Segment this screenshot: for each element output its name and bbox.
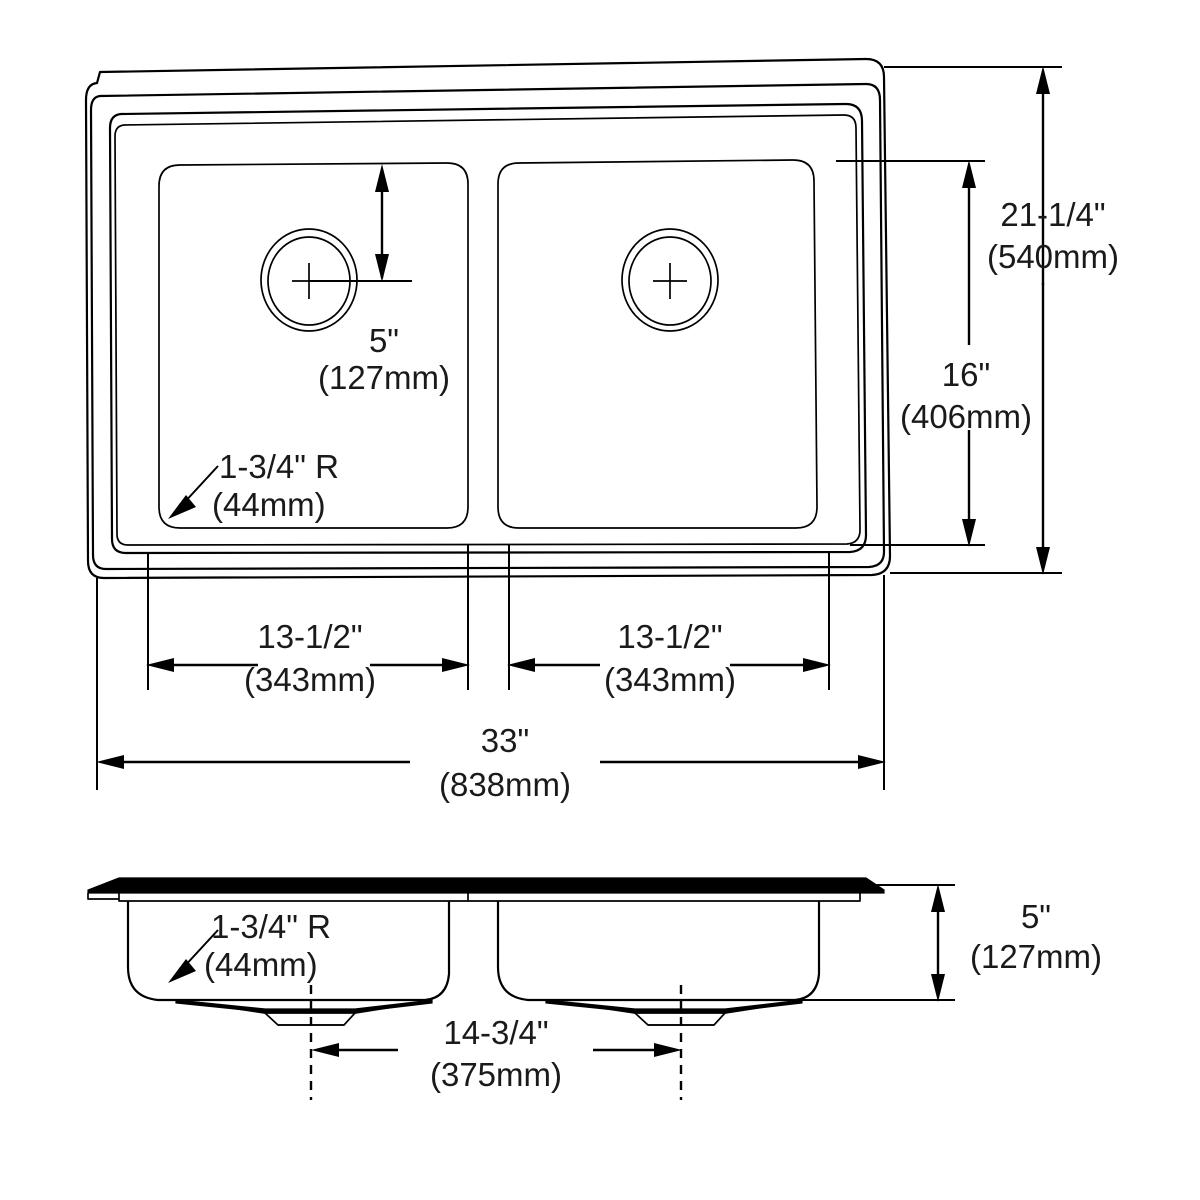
sink-rim-inner-line-1 bbox=[89, 82, 886, 571]
section-depth-arrow-bottom bbox=[931, 974, 945, 1002]
right-bowl-width-metric-label: (343mm) bbox=[604, 661, 736, 698]
corner-radius-top-metric-label: (44mm) bbox=[212, 486, 326, 523]
overall-depth-arrow-bottom bbox=[1036, 547, 1050, 575]
bowl-depth-arrow-bottom bbox=[962, 519, 976, 547]
dimension-corner-radius-top: 1-3/4" R (44mm) bbox=[168, 448, 339, 523]
dimension-drain-spacing: 14-3/4" (375mm) bbox=[311, 1014, 682, 1093]
bowl-depth-imperial-label: 16" bbox=[942, 356, 990, 393]
drain-offset-imperial-label: 5" bbox=[369, 322, 399, 359]
sink-outer-rim-outline bbox=[84, 57, 892, 580]
drain-offset-arrow-down bbox=[375, 254, 389, 282]
drain-spacing-arrow-left bbox=[311, 1043, 339, 1057]
overall-depth-arrow-top bbox=[1036, 66, 1050, 94]
dimension-bowl-depth-section: 5" (127mm) bbox=[800, 884, 1102, 1002]
dimension-right-bowl-width: 13-1/2" (343mm) bbox=[507, 618, 831, 698]
cross-section-view: 1-3/4" R (44mm) 14-3/4" (375mm) 5" (127m… bbox=[87, 877, 1102, 1100]
right-bowl-width-arrow-right bbox=[803, 658, 831, 672]
overall-width-arrow-right bbox=[858, 755, 886, 769]
section-rim-band bbox=[87, 877, 885, 894]
right-drain-outer-ring bbox=[621, 228, 719, 332]
right-bowl-width-imperial-label: 13-1/2" bbox=[617, 618, 722, 655]
corner-radius-leader-arrow bbox=[168, 495, 196, 519]
dimension-drain-offset: 5" (127mm) bbox=[309, 164, 450, 396]
section-depth-arrow-top bbox=[931, 884, 945, 912]
sink-deck-inner-edge bbox=[114, 114, 861, 546]
bowl-depth-arrow-top bbox=[962, 160, 976, 188]
drain-spacing-arrow-right bbox=[654, 1043, 682, 1057]
section-rim-left-return bbox=[87, 893, 119, 900]
right-drain-inner-ring bbox=[628, 236, 712, 326]
overall-depth-imperial-label: 21-1/4" bbox=[1000, 196, 1105, 233]
overall-depth-metric-label: (540mm) bbox=[987, 238, 1119, 275]
sink-rim-inner-line-2 bbox=[108, 102, 868, 555]
dimension-overall-depth: 21-1/4" (540mm) bbox=[884, 66, 1119, 575]
drain-spacing-imperial-label: 14-3/4" bbox=[443, 1014, 548, 1051]
dimension-bowl-front-to-back: 16" (406mm) bbox=[836, 160, 1032, 547]
left-bowl-width-imperial-label: 13-1/2" bbox=[257, 618, 362, 655]
dimension-corner-radius-section: 1-3/4" R (44mm) bbox=[168, 908, 331, 983]
section-left-bowl-bottom-shade bbox=[175, 999, 433, 1013]
section-depth-imperial-label: 5" bbox=[1021, 898, 1051, 935]
bowl-depth-metric-label: (406mm) bbox=[900, 398, 1032, 435]
dimension-overall-width: 33" (838mm) bbox=[96, 575, 886, 803]
drain-offset-arrow-up bbox=[375, 164, 389, 192]
drain-offset-metric-label: (127mm) bbox=[318, 359, 450, 396]
left-bowl-width-arrow-right bbox=[442, 658, 470, 672]
left-bowl-width-arrow-left bbox=[146, 658, 174, 672]
section-corner-radius-metric-label: (44mm) bbox=[204, 946, 318, 983]
drain-spacing-metric-label: (375mm) bbox=[430, 1056, 562, 1093]
right-drain bbox=[621, 228, 719, 332]
right-bowl-width-arrow-left bbox=[507, 658, 535, 672]
left-bowl-width-metric-label: (343mm) bbox=[244, 661, 376, 698]
corner-radius-top-imperial-label: 1-3/4" R bbox=[219, 448, 339, 485]
right-bowl-outline bbox=[497, 159, 818, 529]
section-rim-underside bbox=[118, 893, 861, 902]
overall-width-arrow-left bbox=[96, 755, 124, 769]
left-bowl-outline bbox=[158, 162, 469, 529]
section-corner-radius-leader-arrow bbox=[168, 959, 196, 983]
section-corner-radius-imperial-label: 1-3/4" R bbox=[211, 908, 331, 945]
dimension-left-bowl-width: 13-1/2" (343mm) bbox=[146, 618, 470, 698]
section-right-bowl-bottom-shade bbox=[545, 999, 803, 1013]
section-depth-metric-label: (127mm) bbox=[970, 938, 1102, 975]
top-view: 5" (127mm) 1-3/4" R (44mm) 13-1/2" (343m… bbox=[84, 57, 1119, 803]
overall-width-imperial-label: 33" bbox=[481, 722, 529, 759]
overall-width-metric-label: (838mm) bbox=[439, 766, 571, 803]
